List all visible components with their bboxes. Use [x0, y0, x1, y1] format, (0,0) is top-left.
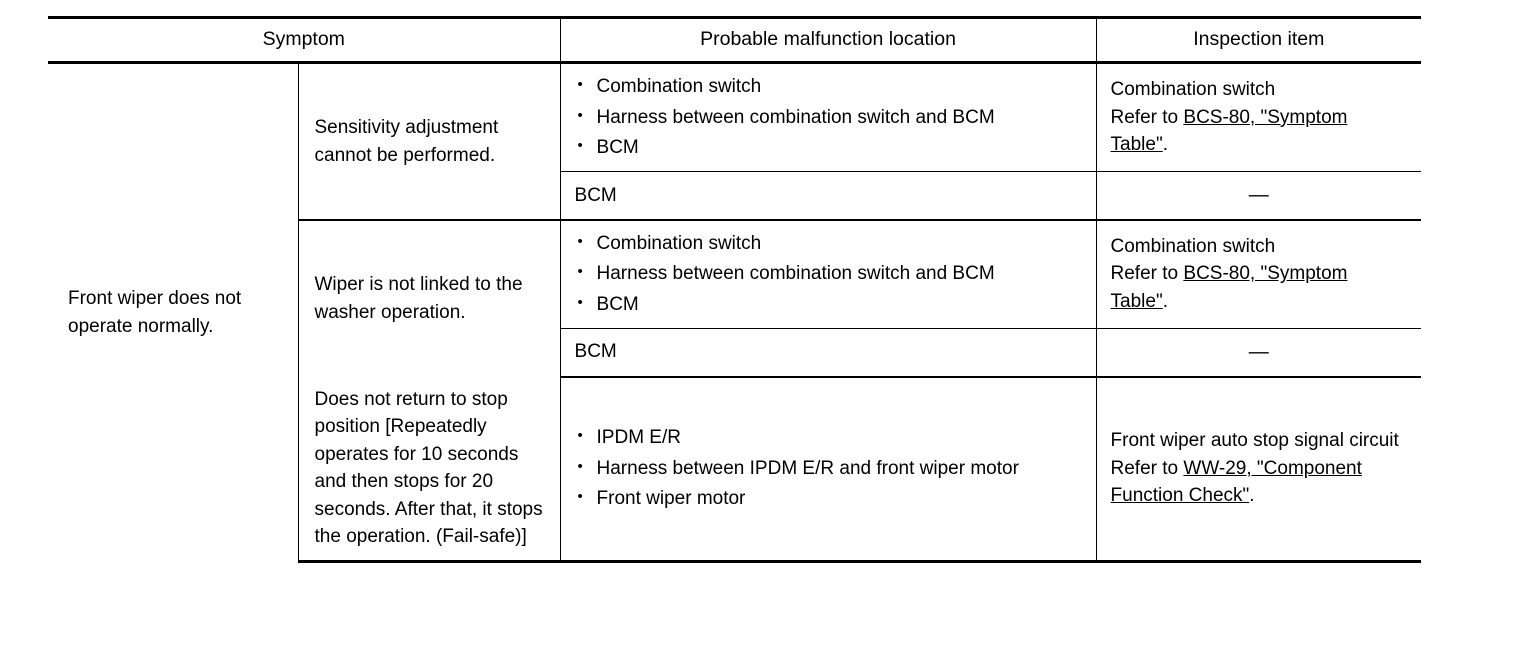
reference-suffix: .: [1249, 485, 1255, 507]
malfunction-location-list-wrap: • Combination switch • Harness between c…: [561, 64, 1096, 171]
malfunction-location-cell: • IPDM E/R • Harness between IPDM E/R an…: [559, 376, 1097, 563]
list-item-label: Front wiper motor: [596, 488, 746, 510]
table-header-row: Symptom Probable malfunction location In…: [48, 15, 1422, 65]
reference-suffix: .: [1162, 291, 1168, 312]
inspection-item-content: Front wiper auto stop signal circuit Ref…: [1097, 418, 1422, 519]
table-row: BCM —: [48, 171, 1422, 221]
reference-suffix: .: [1162, 134, 1168, 156]
inspection-item-line: Front wiper auto stop signal circuit: [1110, 430, 1399, 452]
bullet-icon: •: [577, 427, 583, 445]
list-item: • Harness between IPDM E/R and front wip…: [575, 455, 1084, 483]
malfunction-location-cell: • Combination switch • Harness between c…: [559, 219, 1097, 329]
inspection-item-line: Combination switch: [1110, 79, 1276, 101]
list-item-label: Harness between combination switch and B…: [596, 263, 995, 285]
header-probable-malfunction-location: Probable malfunction location: [559, 15, 1097, 65]
sub-symptom-cell-stop-position: Does not return to stop position [Repeat…: [297, 376, 561, 563]
list-item: • Combination switch: [575, 73, 1084, 101]
bullet-icon: •: [577, 232, 583, 250]
sub-symptom-label: Does not return to stop position [Repeat…: [314, 388, 543, 548]
list-item: • Front wiper motor: [575, 485, 1084, 513]
inspection-item-dash: —: [1248, 183, 1269, 206]
inspection-item-cell: Combination switch Refer to BCS-80, "Sym…: [1095, 219, 1422, 329]
table-row: BCM —: [48, 328, 1422, 378]
malfunction-location-label: BCM: [574, 341, 617, 363]
malfunction-location-list-wrap: • IPDM E/R • Harness between IPDM E/R an…: [561, 415, 1096, 522]
list-item: • Harness between combination switch and…: [575, 104, 1084, 132]
table-row: Does not return to stop position [Repeat…: [48, 376, 1422, 563]
inspection-item-cell: Combination switch Refer to BCS-80, "Sym…: [1095, 62, 1422, 172]
bullet-icon: •: [577, 294, 583, 311]
sub-symptom-cell-sensitivity: Sensitivity adjustment cannot be perform…: [297, 62, 561, 220]
sub-symptom-label: Wiper is not linked to the washer operat…: [314, 274, 523, 323]
malfunction-location-list-wrap: • Combination switch • Harness between c…: [561, 221, 1096, 328]
symptom-group-label: Front wiper does not operate normally.: [68, 288, 242, 337]
sub-symptom-cell-washer: Wiper is not linked to the washer operat…: [297, 218, 561, 377]
inspection-item-cell: —: [1095, 171, 1422, 221]
list-item-label: Combination switch: [596, 76, 762, 98]
table-row: Wiper is not linked to the washer operat…: [48, 218, 1422, 377]
reference-link[interactable]: BCS-80, "Symptom Table": [1110, 263, 1348, 312]
list-item-label: BCM: [596, 294, 639, 315]
list-item: • Harness between combination switch and…: [575, 260, 1084, 288]
list-item: • Combination switch: [575, 230, 1084, 258]
inspection-item-line: Combination switch: [1110, 235, 1276, 257]
list-item: • BCM: [575, 291, 1084, 319]
refer-to-label: Refer to: [1110, 457, 1184, 479]
bullet-icon: •: [577, 457, 583, 475]
symptom-table: Symptom Probable malfunction location In…: [48, 15, 1422, 563]
inspection-item-reference: Refer to WW-29, "Component Function Chec…: [1111, 455, 1410, 510]
list-item-label: Combination switch: [596, 232, 762, 254]
reference-link[interactable]: BCS-80, "Symptom Table": [1110, 106, 1348, 156]
refer-to-label: Refer to: [1110, 106, 1184, 128]
list-item-label: IPDM E/R: [596, 427, 681, 449]
inspection-item-reference: Refer to BCS-80, "Symptom Table".: [1111, 104, 1410, 159]
inspection-item-cell: Front wiper auto stop signal circuit Ref…: [1095, 376, 1422, 563]
bullet-list: • Combination switch • Harness between c…: [575, 230, 1084, 319]
symptom-group-cell: Front wiper does not operate normally.: [48, 63, 298, 562]
list-item: • IPDM E/R: [575, 424, 1084, 452]
malfunction-location-cell: BCM: [559, 171, 1097, 221]
table-row: Front wiper does not operate normally. S…: [48, 62, 1422, 337]
sub-symptom-label: Sensitivity adjustment cannot be perform…: [314, 117, 499, 166]
bullet-icon: •: [577, 488, 583, 506]
malfunction-location-cell: BCM: [559, 328, 1097, 378]
header-inspection-item: Inspection item: [1095, 15, 1422, 65]
bullet-icon: •: [577, 263, 583, 281]
bullet-list: • Combination switch • Harness between c…: [575, 73, 1084, 162]
list-item: • BCM: [575, 134, 1084, 162]
malfunction-location-label: BCM: [574, 184, 617, 206]
bullet-icon: •: [577, 76, 583, 94]
reference-link[interactable]: WW-29, "Component Function Check": [1110, 457, 1362, 507]
list-item-label: BCM: [596, 137, 639, 159]
inspection-item-cell: —: [1095, 328, 1422, 378]
list-item-label: Harness between IPDM E/R and front wiper…: [596, 457, 1019, 479]
malfunction-location-cell: • Combination switch • Harness between c…: [559, 62, 1097, 172]
inspection-item-reference: Refer to BCS-80, "Symptom Table".: [1111, 260, 1410, 315]
inspection-item-content: Combination switch Refer to BCS-80, "Sym…: [1097, 224, 1422, 325]
symptom-table-container: Symptom Probable malfunction location In…: [48, 15, 1422, 563]
list-item-label: Harness between combination switch and B…: [596, 106, 995, 128]
header-symptom: Symptom: [48, 15, 561, 65]
bullet-list: • IPDM E/R • Harness between IPDM E/R an…: [575, 424, 1084, 513]
bullet-icon: •: [577, 137, 583, 155]
refer-to-label: Refer to: [1110, 263, 1184, 285]
inspection-item-content: Combination switch Refer to BCS-80, "Sym…: [1097, 67, 1422, 168]
inspection-item-dash: —: [1248, 340, 1269, 363]
bullet-icon: •: [577, 106, 583, 124]
